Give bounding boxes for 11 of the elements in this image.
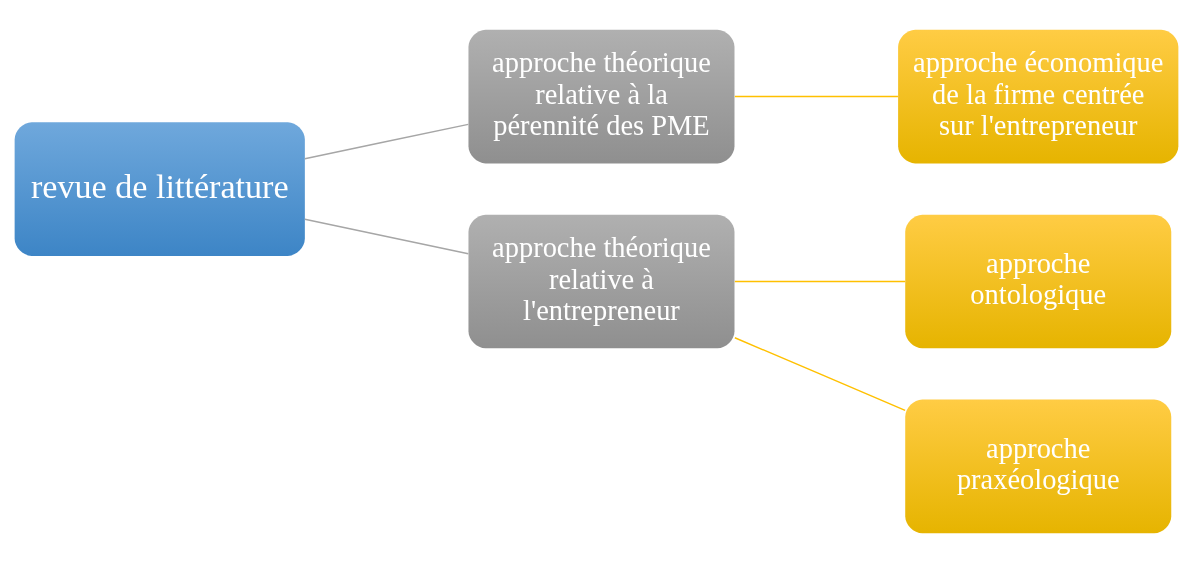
connector [734, 337, 906, 411]
node-box: approche économique de la firme centrée sur l'entrepreneur [898, 29, 1179, 164]
node-box: approche théorique relative à l'entrepreneur [468, 214, 735, 349]
connector [304, 218, 469, 255]
connector [734, 280, 906, 283]
node-box: approche ontologique [905, 214, 1172, 349]
connector [734, 95, 899, 98]
node-box: approche théorique relative à la pérennité des PME [468, 29, 735, 164]
node-box: revue de littérature [14, 122, 305, 256]
node-box: approche praxéologique [905, 399, 1172, 534]
connector [304, 123, 469, 160]
